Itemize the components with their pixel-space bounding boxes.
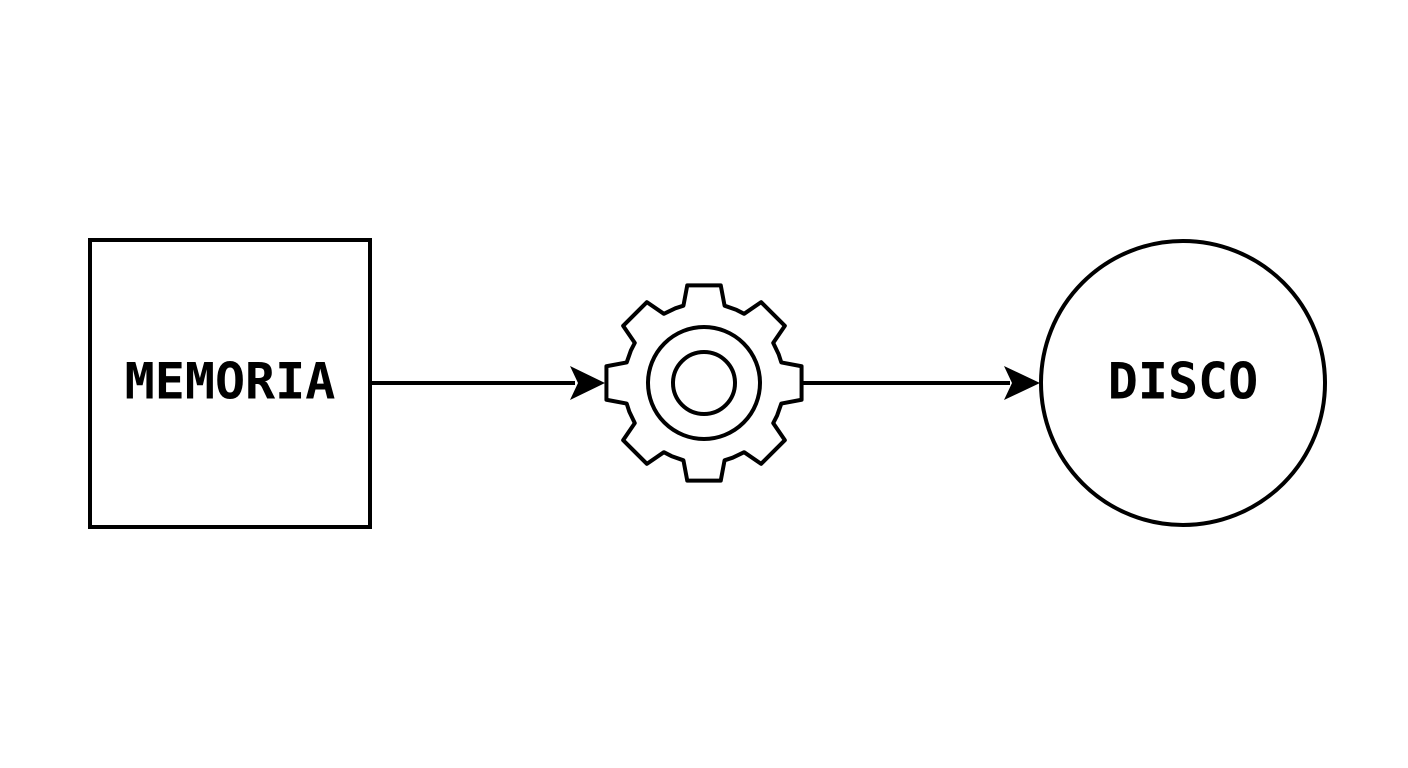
gear-middle-ring bbox=[646, 325, 762, 441]
gear-outline bbox=[604, 283, 804, 483]
memory-box bbox=[88, 238, 372, 529]
edge-process-to-disk bbox=[803, 366, 1040, 400]
memory-label: MEMORIA bbox=[125, 353, 336, 411]
memory-node: MEMORIA bbox=[88, 238, 372, 529]
gear-icon bbox=[604, 283, 804, 483]
arrow-head bbox=[570, 366, 605, 400]
gear-hub bbox=[671, 350, 737, 416]
edge-memory-to-process bbox=[370, 366, 605, 400]
arrow-head bbox=[1004, 366, 1040, 400]
disk-circle bbox=[1039, 239, 1327, 527]
disk-node: DISCO bbox=[1039, 239, 1327, 527]
disk-label: DISCO bbox=[1108, 353, 1259, 411]
